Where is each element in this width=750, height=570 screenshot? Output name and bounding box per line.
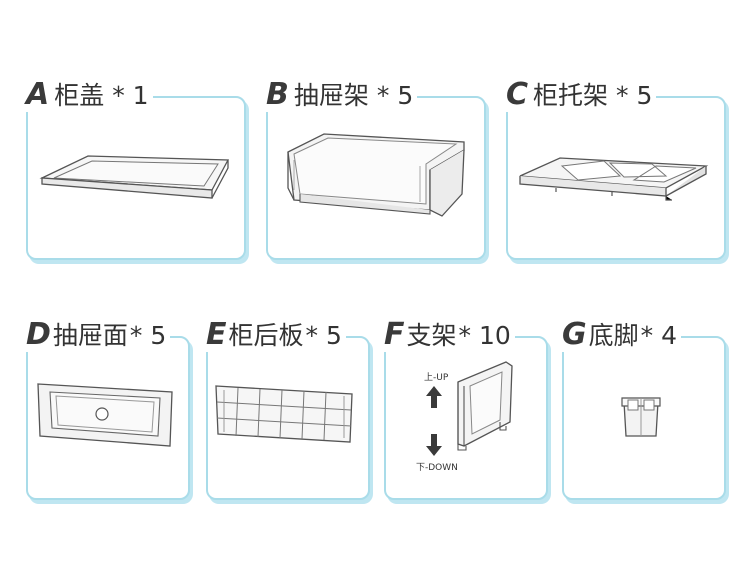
back-panel-illustration xyxy=(215,385,353,443)
down-label: 下-DOWN xyxy=(416,463,458,473)
part-letter: F xyxy=(384,317,404,352)
part-quantity: * 5 xyxy=(376,81,414,110)
part-letter: C xyxy=(506,77,528,112)
part-name: 抽屉面 xyxy=(52,321,128,350)
part-name: 柜盖 xyxy=(54,81,105,110)
part-quantity: * 5 xyxy=(305,321,342,350)
up-label: 上-UP xyxy=(424,372,449,383)
support-bracket-illustration xyxy=(457,361,513,451)
part-label-a: A 柜盖 * 1 xyxy=(26,76,153,112)
part-letter: B xyxy=(266,77,289,112)
up-down-arrows: 上-UP 下-DOWN xyxy=(416,372,458,473)
part-quantity: * 4 xyxy=(640,321,677,350)
part-letter: G xyxy=(562,317,587,352)
part-letter: E xyxy=(206,317,226,352)
part-label-d: D 抽屉面 * 5 xyxy=(26,316,171,352)
part-label-e: E 柜后板 * 5 xyxy=(206,316,346,352)
part-quantity: * 10 xyxy=(458,321,511,350)
part-label-f: F 支架 * 10 xyxy=(384,316,515,352)
up-arrow-icon xyxy=(426,386,442,408)
part-name: 底脚 xyxy=(588,321,639,350)
part-letter: D xyxy=(26,317,51,352)
part-letter: A xyxy=(26,77,49,112)
part-quantity: * 5 xyxy=(129,321,167,350)
drawer-frame-illustration xyxy=(287,133,465,217)
part-label-c: C 柜托架 * 5 xyxy=(506,76,657,112)
part-quantity: * 1 xyxy=(112,81,149,110)
part-name: 柜托架 xyxy=(533,81,609,110)
cabinet-bracket-illustration xyxy=(519,157,709,201)
part-quantity: * 5 xyxy=(616,81,653,110)
foot-illustration xyxy=(621,397,661,437)
cabinet-lid-illustration xyxy=(39,155,230,199)
part-label-g: G 底脚 * 4 xyxy=(562,316,681,352)
part-name: 柜后板 xyxy=(228,321,304,350)
part-name: 抽屉架 xyxy=(293,81,369,110)
part-label-b: B 抽屉架 * 5 xyxy=(266,76,418,112)
drawer-front-illustration xyxy=(37,383,173,447)
down-arrow-icon xyxy=(426,434,442,456)
part-name: 支架 xyxy=(406,321,457,350)
